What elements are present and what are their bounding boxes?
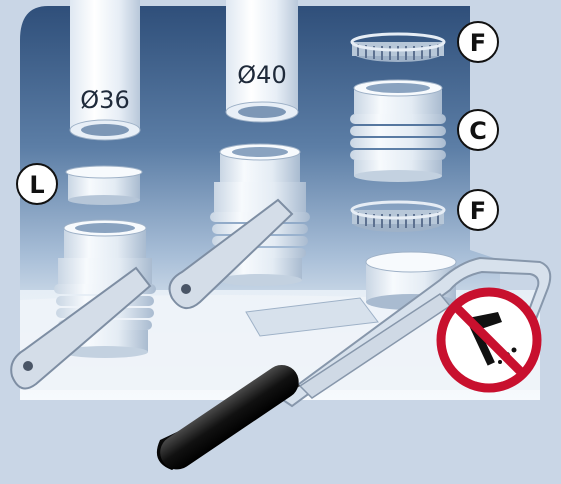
label-c-badge: C [458,110,498,150]
pipe-36mm [70,0,140,140]
label-l-badge: L [17,164,57,204]
bellows-part-c [350,80,446,182]
label-l-text: L [29,171,44,199]
diameter-40-label: Ø40 [237,61,286,89]
diameter-36-label: Ø36 [80,86,129,114]
label-f-bottom-badge: F [458,190,498,230]
label-f-bottom-text: F [470,197,486,225]
collar-l [66,166,142,205]
label-c-text: C [469,117,487,145]
no-hammer-icon [441,292,537,388]
label-f-top-text: F [470,29,486,57]
label-f-top-badge: F [458,22,498,62]
